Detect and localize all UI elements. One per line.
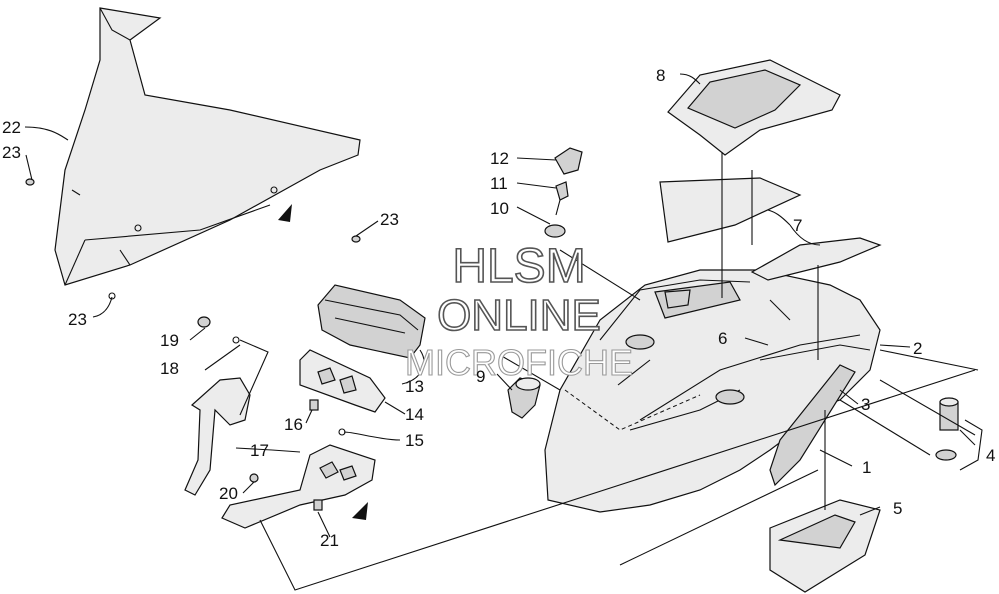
arrow-marker xyxy=(352,502,368,520)
callout-3: 3 xyxy=(861,395,870,414)
arrow-marker xyxy=(278,204,292,222)
callout-11: 11 xyxy=(490,174,508,193)
watermark-line-3: MICROFICHE xyxy=(405,342,633,383)
callout-8: 8 xyxy=(656,66,665,85)
callout-23-right: 23 xyxy=(380,210,399,229)
hood-body xyxy=(544,269,881,513)
callout-2: 2 xyxy=(913,339,922,358)
watermark-line-1: HLSM xyxy=(452,240,585,293)
callout-14: 14 xyxy=(405,405,424,424)
callout-17: 17 xyxy=(250,441,269,460)
callout-12: 12 xyxy=(490,149,509,168)
callout-19: 19 xyxy=(160,331,179,350)
callout-20: 20 xyxy=(219,484,238,503)
leader-lines xyxy=(24,73,911,538)
callout-13: 13 xyxy=(405,377,424,396)
callout-15: 15 xyxy=(405,431,424,450)
callout-23-top: 23 xyxy=(2,143,21,162)
watermark-line-2: ONLINE xyxy=(437,291,601,340)
callout-5: 5 xyxy=(893,499,902,518)
gauge-housing xyxy=(317,284,426,359)
gauge-bracket xyxy=(299,349,386,413)
callout-23-bottom: 23 xyxy=(68,310,87,329)
windshield xyxy=(54,7,361,286)
key-parts xyxy=(544,147,583,238)
mat xyxy=(769,499,881,593)
reference-lines xyxy=(239,152,983,591)
callout-4: 4 xyxy=(986,446,995,465)
callout-21: 21 xyxy=(320,531,339,550)
callout-22: 22 xyxy=(2,118,21,137)
hardware xyxy=(25,178,361,511)
callout-1: 1 xyxy=(862,458,871,477)
mount-bracket-lower xyxy=(221,444,376,529)
panel-inserts xyxy=(659,177,882,281)
storage-net xyxy=(667,59,841,156)
callout-7: 7 xyxy=(793,216,802,235)
power-outlet xyxy=(935,397,959,461)
callout-9: 9 xyxy=(476,367,485,386)
mount-bracket-upper xyxy=(184,377,251,496)
callout-6: 6 xyxy=(718,329,727,348)
side-panel xyxy=(769,364,856,487)
callout-18: 18 xyxy=(160,359,179,378)
callout-10: 10 xyxy=(490,199,509,218)
callout-16: 16 xyxy=(284,415,303,434)
ignition-switch xyxy=(507,377,541,419)
